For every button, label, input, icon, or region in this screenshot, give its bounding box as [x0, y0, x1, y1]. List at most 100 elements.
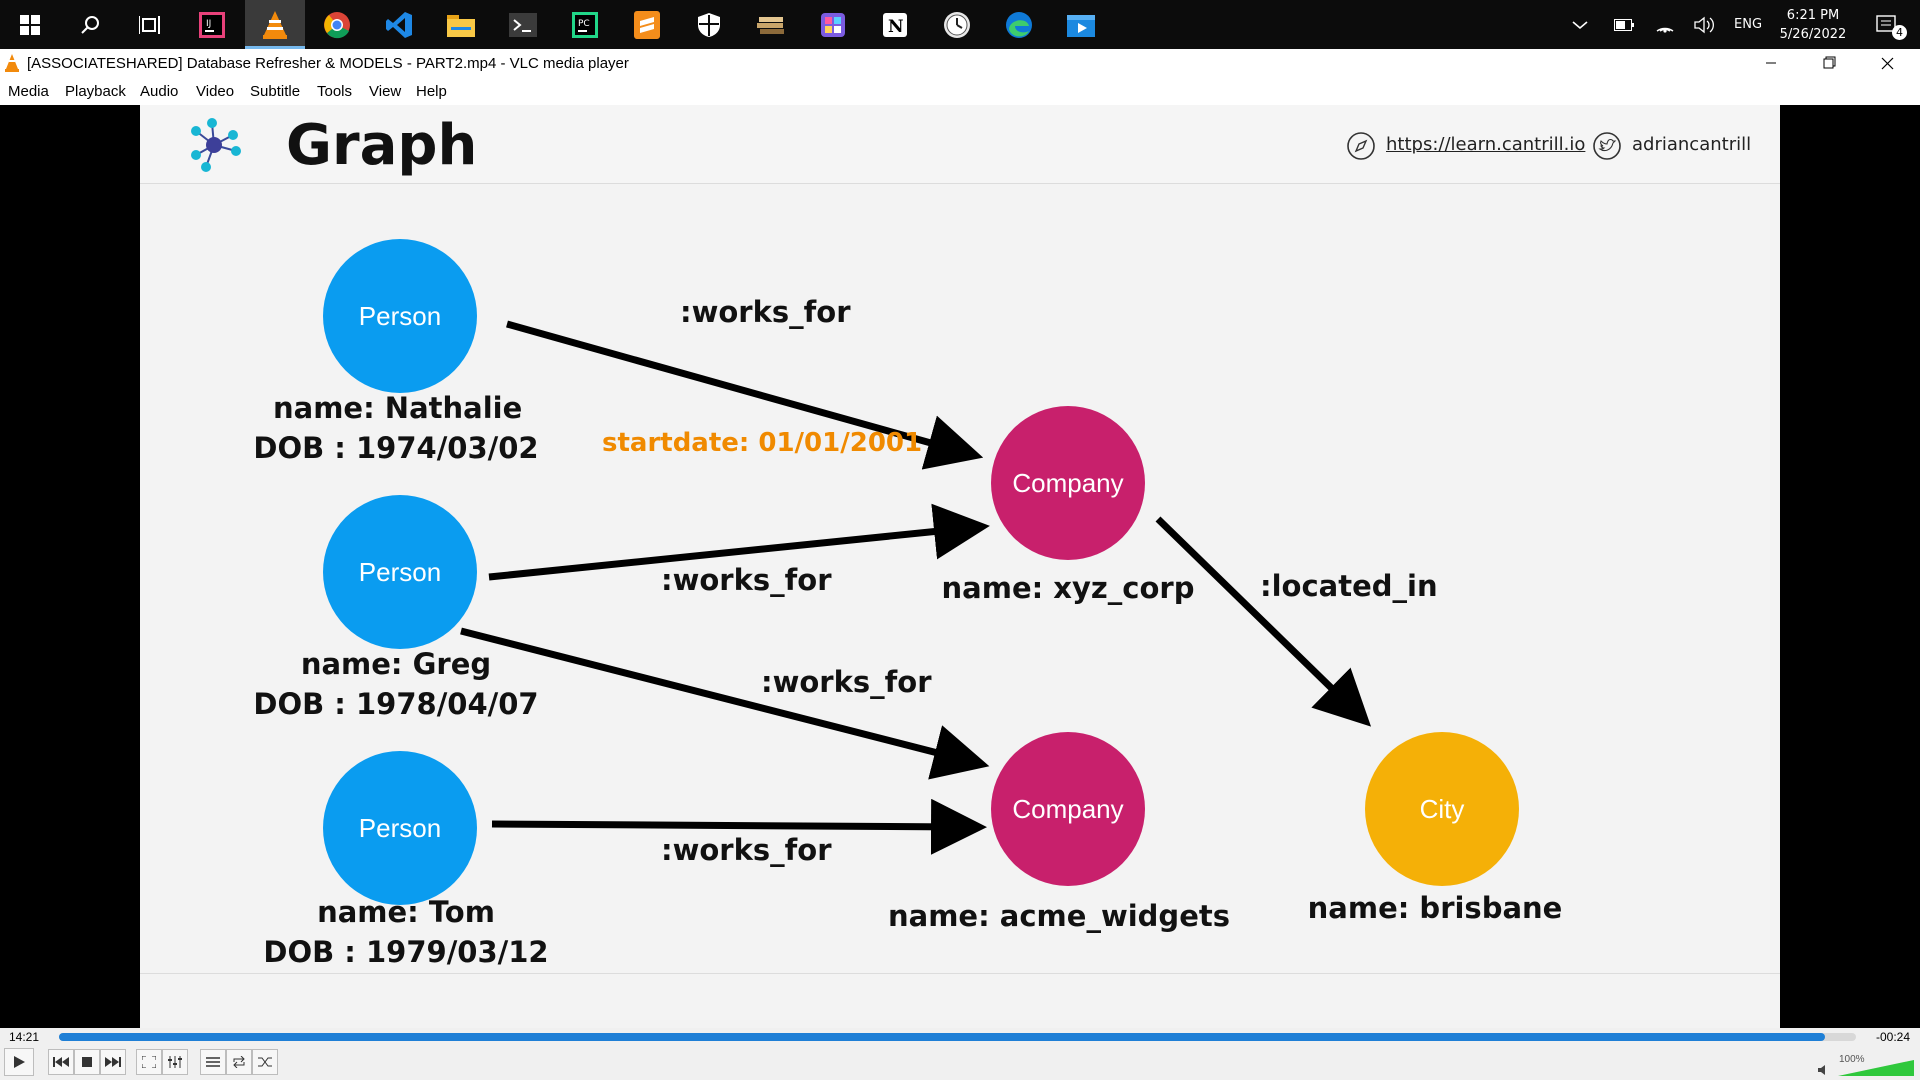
- taskbar-app-edge[interactable]: [989, 0, 1049, 49]
- taskbar-app-pycharm[interactable]: PC: [555, 0, 615, 49]
- window-titlebar: [ASSOCIATESHARED] Database Refresher & M…: [0, 49, 1920, 79]
- node-company-acme: Company: [991, 732, 1145, 886]
- tray-overflow-button[interactable]: [1572, 0, 1598, 49]
- task-view-button[interactable]: [120, 0, 180, 49]
- edge-greg-acme: [460, 627, 990, 780]
- taskbar-app-file-explorer[interactable]: [431, 0, 491, 49]
- edge-label-tom-acme: :works_for: [661, 833, 832, 867]
- fullscreen-icon: [142, 1056, 156, 1068]
- intellij-icon: IJ: [199, 11, 225, 38]
- next-button[interactable]: [100, 1049, 126, 1075]
- remaining-time[interactable]: -00:24: [1876, 1030, 1911, 1044]
- menu-subtitle[interactable]: Subtitle: [250, 83, 301, 100]
- compass-icon: [1347, 132, 1375, 160]
- taskbar-app-media[interactable]: [803, 0, 863, 49]
- edge-icon: [1006, 11, 1032, 38]
- svg-text:IJ: IJ: [206, 19, 211, 29]
- video-area[interactable]: Graph https://learn.cantrill.io adrianca…: [0, 105, 1920, 1028]
- windows-icon: [20, 14, 40, 35]
- twitter-icon: [1593, 132, 1621, 160]
- fullscreen-button[interactable]: [136, 1049, 162, 1075]
- playlist-button[interactable]: [200, 1049, 226, 1075]
- volume-level: 100%: [1839, 1054, 1865, 1065]
- player-controls: 14:21 -00:24 100%: [0, 1028, 1920, 1080]
- node-company-xyz: Company: [991, 406, 1145, 560]
- loop-icon: [233, 1056, 245, 1068]
- edge-xyz-brisbane: [1155, 516, 1372, 727]
- brisbane-name: name: brisbane: [1307, 891, 1563, 925]
- play-icon: [14, 1056, 25, 1068]
- slide-header: Graph https://learn.cantrill.io adrianca…: [140, 105, 1780, 184]
- menu-view[interactable]: View: [369, 83, 402, 100]
- battery-indicator[interactable]: [1614, 0, 1642, 49]
- taskbar-app-security[interactable]: [679, 0, 739, 49]
- stop-button[interactable]: [74, 1049, 100, 1075]
- elapsed-time[interactable]: 14:21: [9, 1030, 40, 1044]
- pycharm-icon: PC: [572, 11, 598, 38]
- equalizer-icon: [168, 1056, 182, 1068]
- nathalie-dob: DOB : 1974/03/02: [253, 431, 539, 465]
- start-button[interactable]: [0, 0, 60, 49]
- graph-logo-icon: [191, 118, 241, 172]
- menu-tools[interactable]: Tools: [317, 83, 353, 100]
- notion-icon: N: [883, 12, 907, 37]
- previous-button[interactable]: [48, 1049, 74, 1075]
- notification-center-button[interactable]: 4: [1868, 0, 1908, 49]
- network-indicator[interactable]: [1655, 0, 1681, 49]
- taskbar-app-player[interactable]: [1051, 0, 1111, 49]
- volume-slider[interactable]: [1838, 1060, 1914, 1076]
- taskbar-app-vlc[interactable]: [245, 0, 305, 49]
- volume-slider-graphic: [1838, 1060, 1914, 1076]
- notification-icon: [1876, 14, 1896, 32]
- menu-audio[interactable]: Audio: [140, 83, 179, 100]
- clock[interactable]: 6:21 PM 5/26/2022: [1770, 0, 1856, 49]
- chevron-up-icon: [1572, 20, 1588, 29]
- taskbar-app-chrome[interactable]: [307, 0, 367, 49]
- play-button[interactable]: [4, 1048, 34, 1076]
- taskbar-app-intellij[interactable]: IJ: [182, 0, 242, 49]
- taskbar-app-clock[interactable]: [927, 0, 987, 49]
- minimize-button[interactable]: [1750, 49, 1792, 79]
- stop-icon: [82, 1057, 92, 1067]
- clock-date: 5/26/2022: [1779, 26, 1847, 42]
- terminal-icon: [509, 12, 537, 37]
- language-indicator[interactable]: ENG: [1734, 17, 1763, 32]
- menu-video[interactable]: Video: [196, 83, 235, 100]
- shield-icon: [698, 12, 720, 37]
- taskbar-app-terminal[interactable]: [493, 0, 553, 49]
- taskbar-app-books[interactable]: [741, 0, 801, 49]
- search-button[interactable]: [60, 0, 120, 49]
- taskbar-app-vscode[interactable]: [369, 0, 429, 49]
- node-person-nathalie: Person: [323, 239, 477, 393]
- edge-label-greg-acme: :works_for: [761, 665, 932, 699]
- slide-handle: adriancantrill: [1632, 134, 1752, 155]
- folder-icon: [447, 14, 475, 37]
- slide-link[interactable]: https://learn.cantrill.io: [1386, 134, 1586, 155]
- shuffle-button[interactable]: [252, 1049, 278, 1075]
- taskbar-app-sublime[interactable]: [617, 0, 677, 49]
- loop-button[interactable]: [226, 1049, 252, 1075]
- close-button[interactable]: [1866, 49, 1908, 79]
- extended-settings-button[interactable]: [162, 1049, 188, 1075]
- volume-indicator[interactable]: [1694, 0, 1720, 49]
- books-icon: [757, 16, 784, 34]
- media-app-icon: [821, 12, 845, 37]
- menu-playback[interactable]: Playback: [65, 83, 126, 100]
- vlc-icon: [263, 10, 287, 39]
- vscode-icon: [386, 11, 412, 38]
- taskbar-app-notion[interactable]: N: [865, 0, 925, 49]
- previous-icon: [53, 1057, 69, 1067]
- menu-media[interactable]: Media: [8, 83, 49, 100]
- node-person-tom: Person: [323, 751, 477, 905]
- speaker-icon[interactable]: [1818, 1064, 1832, 1076]
- search-icon: [81, 15, 99, 34]
- playlist-icon: [206, 1057, 220, 1067]
- notification-count-badge: 4: [1892, 25, 1907, 40]
- seek-bar[interactable]: [59, 1033, 1856, 1041]
- restore-button[interactable]: [1808, 49, 1850, 79]
- slide-title: Graph: [286, 113, 478, 178]
- edge-property-startdate: startdate: 01/01/2001: [602, 428, 923, 458]
- menu-help[interactable]: Help: [416, 83, 447, 100]
- task-view-icon: [139, 15, 160, 34]
- greg-dob: DOB : 1978/04/07: [253, 687, 539, 721]
